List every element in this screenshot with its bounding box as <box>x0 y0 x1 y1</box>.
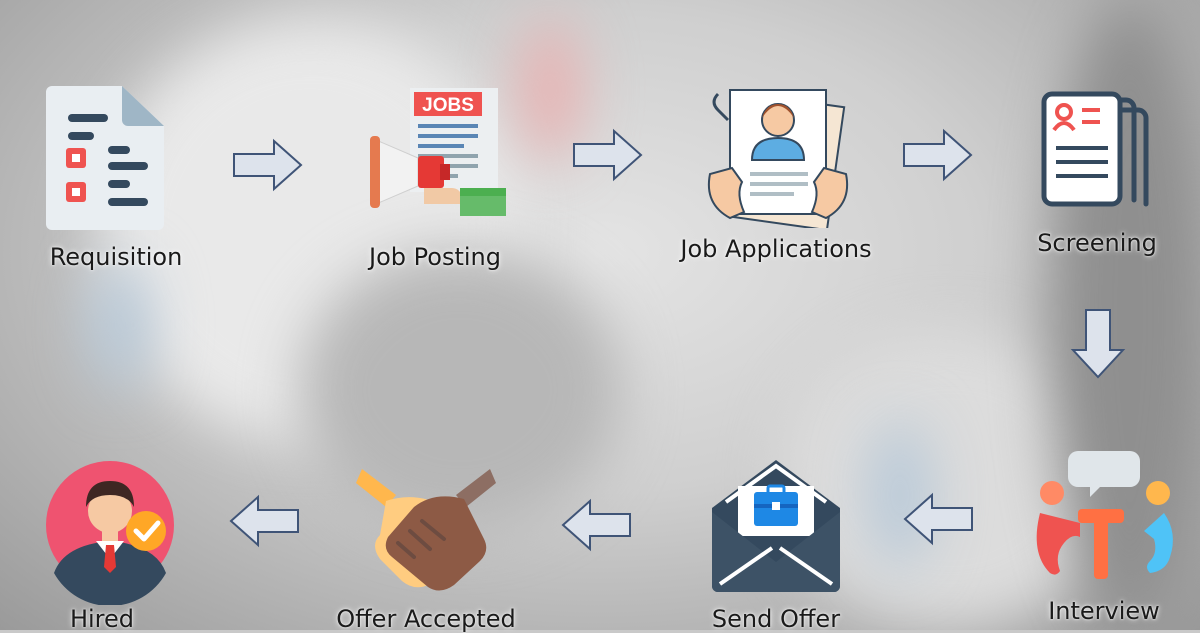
arrow-right-icon <box>233 138 303 192</box>
arrow-left-icon <box>229 494 299 548</box>
label-screening: Screening <box>1037 229 1157 257</box>
step-hired <box>10 455 210 605</box>
job-posting-megaphone-icon: JOBS <box>370 88 506 216</box>
step-send-offer <box>676 452 876 602</box>
step-requisition <box>10 80 210 230</box>
interview-people-icon <box>1036 451 1173 579</box>
step-offer-accepted <box>326 455 526 605</box>
arrow-down-icon <box>1070 309 1126 379</box>
step-interview <box>1000 445 1200 595</box>
label-interview: Interview <box>1048 597 1160 625</box>
handshake-icon <box>356 469 496 591</box>
screening-documents-icon <box>1041 91 1149 207</box>
step-job-posting: JOBS <box>340 80 540 230</box>
arrow-right-icon <box>903 128 973 182</box>
hired-employee-checkmark-icon <box>46 461 174 605</box>
arrow-left-icon <box>903 492 973 546</box>
label-hired: Hired <box>69 605 135 633</box>
label-send-offer: Send Offer <box>711 605 841 633</box>
step-screening <box>1000 80 1200 230</box>
label-offer-accepted: Offer Accepted <box>336 605 516 633</box>
label-requisition: Requisition <box>49 243 183 271</box>
label-job-applications: Job Applications <box>680 235 872 263</box>
label-job-posting: Job Posting <box>369 243 501 271</box>
step-job-applications <box>680 78 880 228</box>
job-application-resume-icon <box>708 89 848 228</box>
requisition-document-icon <box>46 86 164 230</box>
envelope-briefcase-icon <box>712 460 840 592</box>
arrow-right-icon <box>573 128 643 182</box>
jobs-badge-text: JOBS <box>422 95 474 116</box>
arrow-left-icon <box>561 498 631 552</box>
